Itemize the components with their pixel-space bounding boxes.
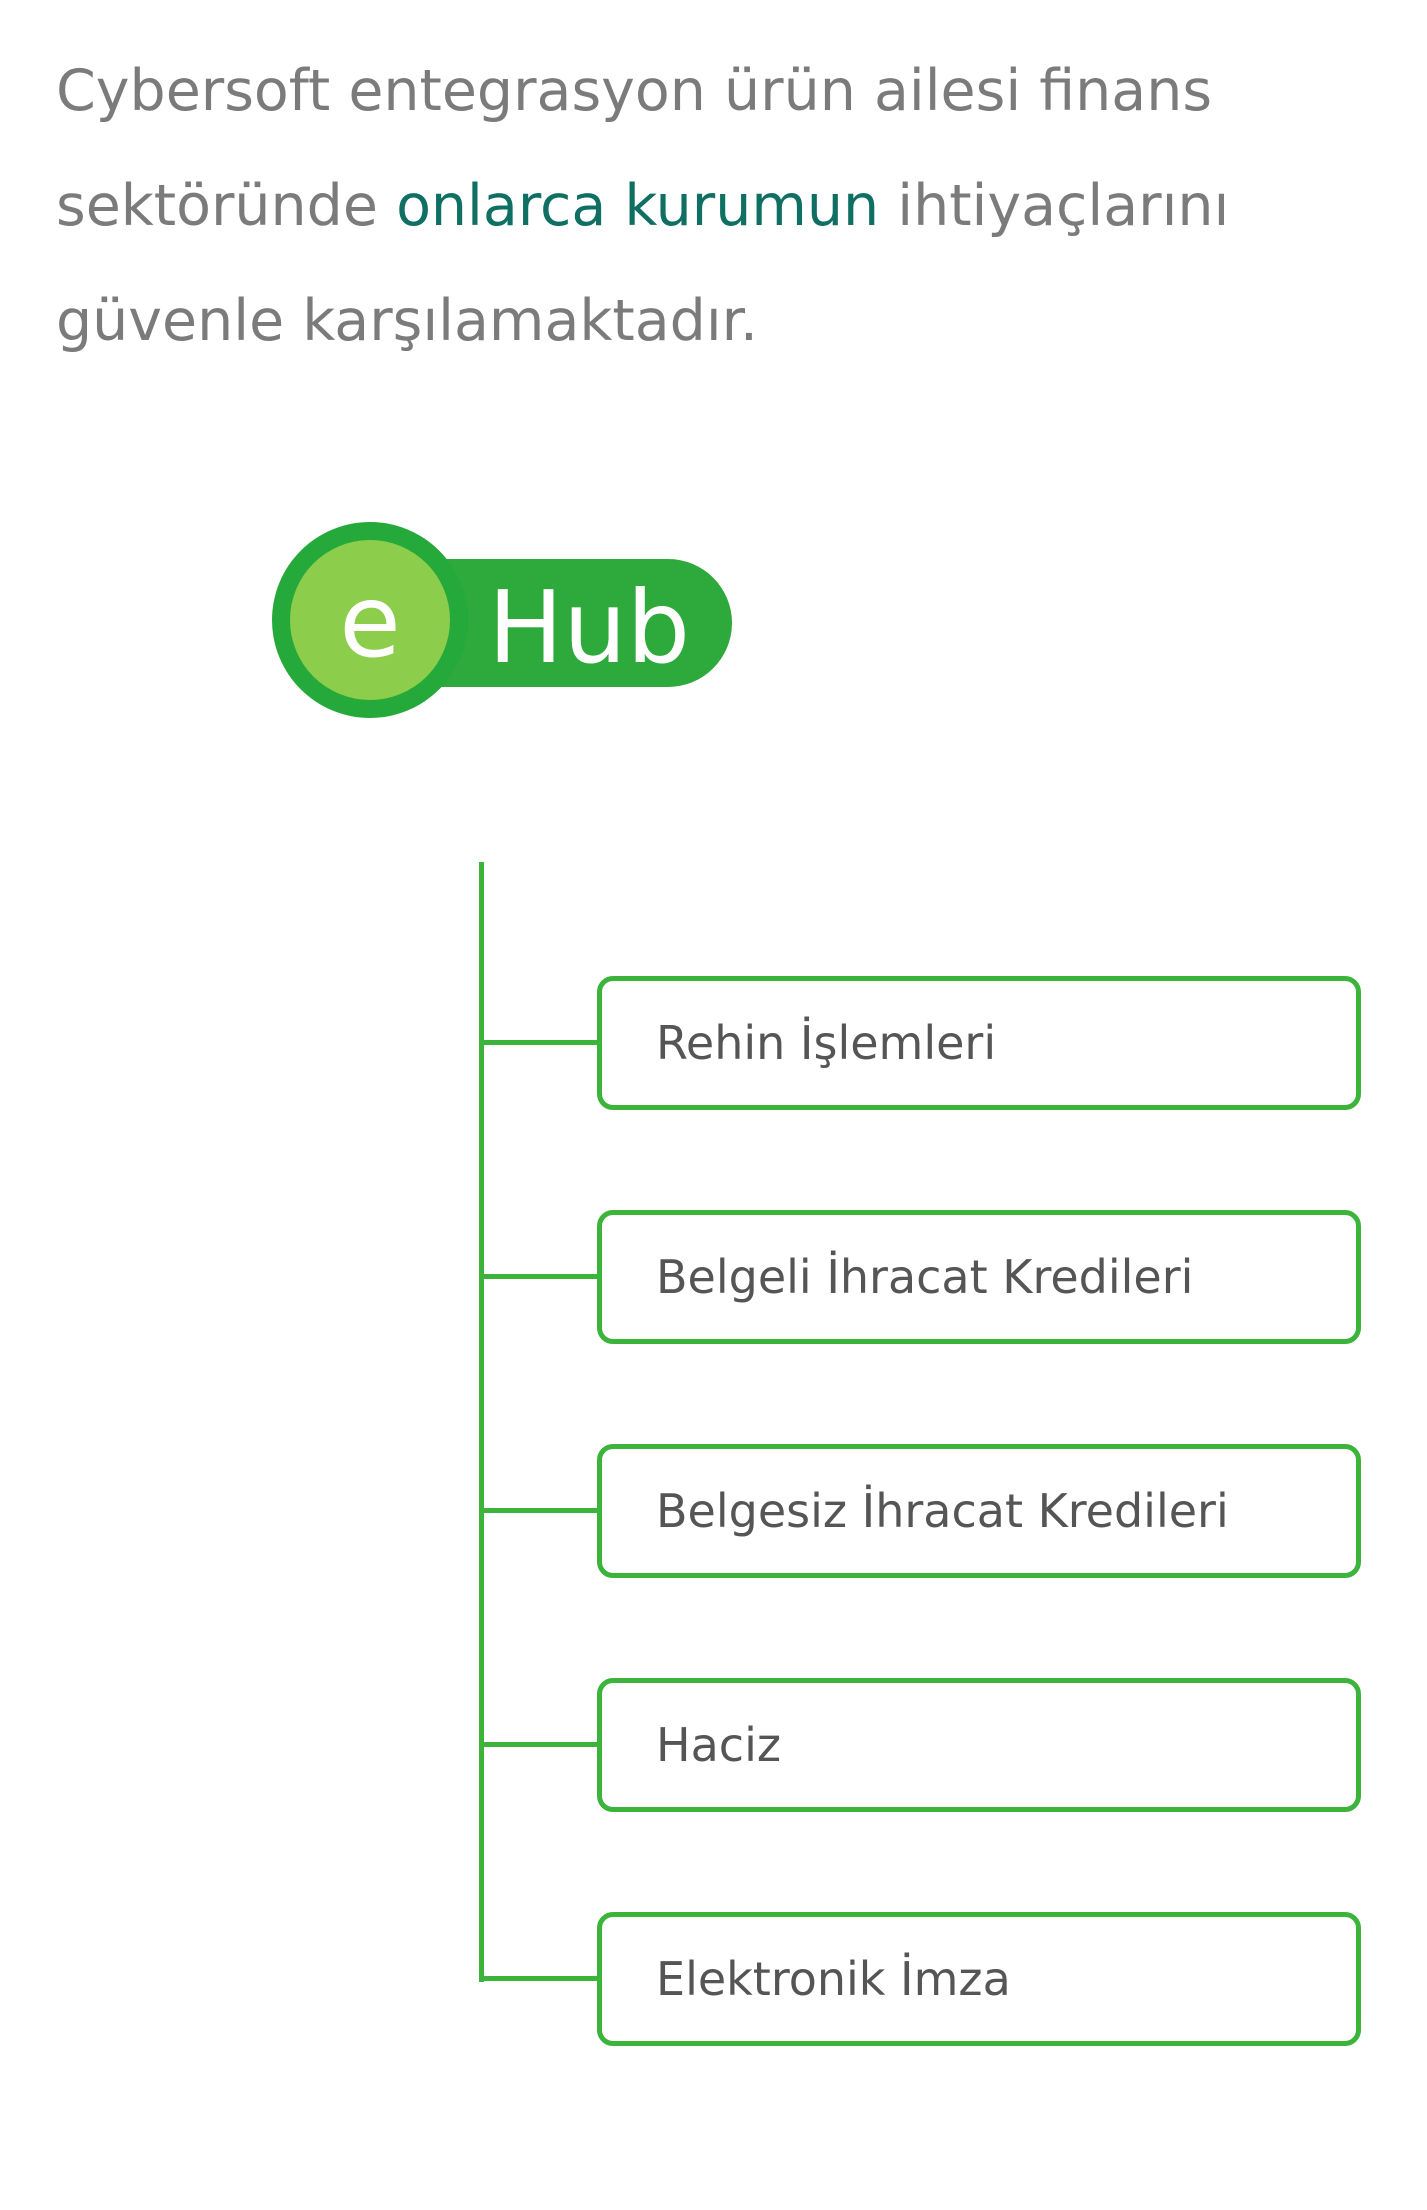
service-item-belgesiz-ihracat-kredileri[interactable]: Belgesiz İhracat Kredileri [597, 1444, 1361, 1578]
tree-branch-connector [479, 1508, 599, 1513]
service-item-label: Belgeli İhracat Kredileri [656, 1250, 1194, 1304]
tree-trunk-line [479, 862, 484, 1982]
service-item-belgeli-ihracat-kredileri[interactable]: Belgeli İhracat Kredileri [597, 1210, 1361, 1344]
intro-text: Cybersoft entegrasyon ürün ailesi finans… [56, 34, 1386, 379]
ehub-logo: e Hub [272, 522, 738, 718]
tree-branch-connector [479, 1040, 599, 1045]
intro-text-after: ihtiyaçlarını güvenle karşılamaktadır. [56, 173, 1230, 354]
tree-branch-connector [479, 1274, 599, 1279]
service-item-haciz[interactable]: Haciz [597, 1678, 1361, 1812]
service-item-rehin-islemleri[interactable]: Rehin İşlemleri [597, 976, 1361, 1110]
intro-text-highlight: onlarca kurumun [396, 173, 880, 239]
tree-branch-connector [479, 1976, 599, 1981]
service-item-label: Elektronik İmza [656, 1952, 1011, 2006]
intro-text-before: Cybersoft entegrasyon ürün ailesi finans… [56, 58, 1213, 239]
logo-name: Hub [488, 569, 690, 686]
service-item-label: Haciz [656, 1718, 781, 1772]
service-item-elektronik-imza[interactable]: Elektronik İmza [597, 1912, 1361, 2046]
service-item-label: Belgesiz İhracat Kredileri [656, 1484, 1229, 1538]
tree-branch-connector [479, 1742, 599, 1747]
logo-letter: e [339, 563, 401, 680]
service-item-label: Rehin İşlemleri [656, 1016, 997, 1070]
